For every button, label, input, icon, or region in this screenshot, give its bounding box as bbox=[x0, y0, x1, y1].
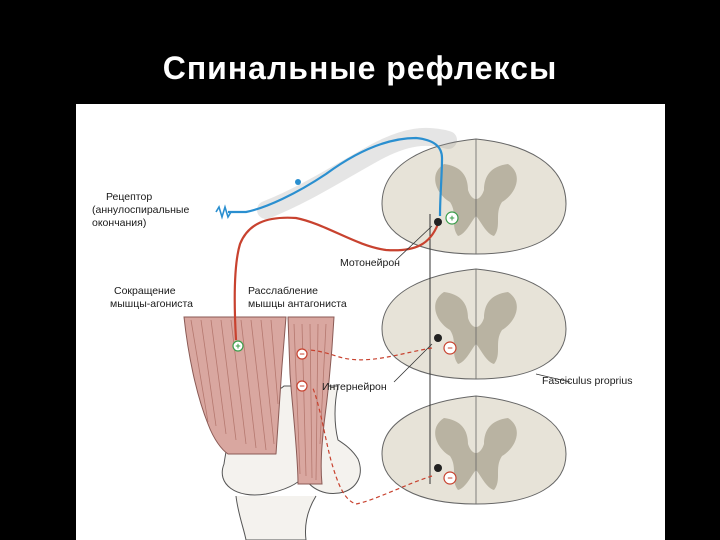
motoneuron-leader bbox=[395, 225, 433, 261]
sensory-fiber bbox=[228, 136, 444, 217]
agonist-synapse-symbol: + bbox=[235, 341, 240, 351]
antagonist-synapse-2-symbol: − bbox=[299, 381, 304, 391]
receptor-label-2: (аннулоспиральные bbox=[92, 204, 189, 216]
antagonist-synapse-1-symbol: − bbox=[299, 349, 304, 359]
interneuron-leader bbox=[393, 343, 433, 383]
excitatory-synapse bbox=[445, 211, 459, 225]
receptor-label-1: Рецептор bbox=[106, 191, 152, 203]
relaxation-label-2: мышцы антагониста bbox=[248, 298, 347, 310]
receptor-label-3: окончания) bbox=[92, 217, 146, 229]
inhibitory-synapse-2 bbox=[443, 471, 457, 485]
motoneuron-label: Мотонейрон bbox=[340, 257, 400, 269]
contraction-label-2: мышцы-агониста bbox=[110, 298, 193, 310]
motoneuron-body bbox=[434, 218, 442, 226]
inhibitory-symbol-2: − bbox=[447, 473, 452, 483]
receptor-ending bbox=[215, 204, 232, 220]
diagram-panel: + − − + − − Рецептор (аннулоспиральные о… bbox=[76, 104, 665, 540]
agonist-synapse bbox=[232, 340, 244, 352]
motor-fiber bbox=[233, 216, 440, 341]
spinal-cord-section-3 bbox=[381, 395, 567, 505]
inhibitory-path-2 bbox=[311, 385, 433, 505]
contraction-label-1: Сокращение bbox=[114, 285, 176, 297]
excitatory-symbol: + bbox=[449, 213, 454, 223]
interneuron-body-2 bbox=[434, 464, 442, 472]
spinal-cord-section-2 bbox=[381, 268, 567, 380]
fasciculus-label: Fasciculus proprius bbox=[542, 375, 632, 387]
inhibitory-path-1 bbox=[307, 347, 433, 361]
relaxation-label-1: Расслабление bbox=[248, 285, 318, 297]
inhibitory-synapse-1 bbox=[443, 341, 457, 355]
antagonist-synapse-1 bbox=[296, 348, 308, 360]
dorsal-root-ganglion bbox=[295, 179, 301, 185]
interneuron-label: Интернейрон bbox=[322, 381, 387, 393]
spinal-reflex-diagram: + − − + − − Рецептор (аннулоспиральные о… bbox=[92, 127, 632, 540]
agonist-muscle bbox=[183, 316, 287, 455]
spinal-cord-section-1 bbox=[381, 138, 567, 255]
inhibitory-symbol-1: − bbox=[447, 343, 452, 353]
fasciculus-leader bbox=[535, 373, 571, 383]
antagonist-synapse-2 bbox=[296, 380, 308, 392]
interneuron-body bbox=[434, 334, 442, 342]
nerve-sheath bbox=[257, 127, 457, 219]
slide-title: Спинальные рефлексы bbox=[162, 50, 558, 86]
